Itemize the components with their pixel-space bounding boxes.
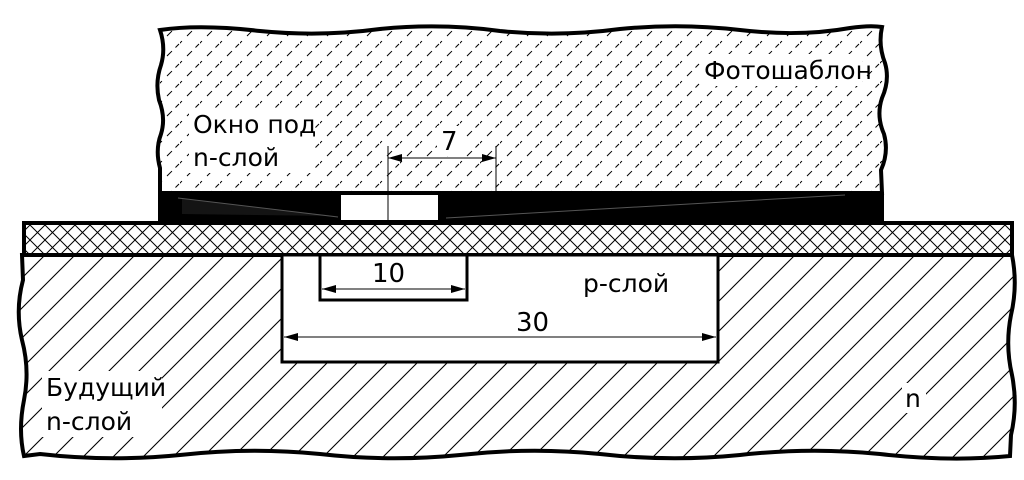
future-label-line1: Будущий xyxy=(46,373,166,402)
dim-30-arrow-left xyxy=(284,333,298,341)
dim-7-arrow-right xyxy=(482,154,496,162)
dim-10-value: 10 xyxy=(372,259,405,289)
dim-10-arrow-right xyxy=(451,285,465,293)
mask-window xyxy=(341,195,438,220)
window-label-bg xyxy=(189,109,315,173)
dim-7-arrow-left xyxy=(388,154,402,162)
window-label-line1: Окно под xyxy=(193,110,316,139)
mask-chrome-layer xyxy=(158,192,884,223)
future-label-bg xyxy=(42,371,162,437)
oxide-layer xyxy=(22,221,1014,257)
chrome-taper-right xyxy=(445,194,846,219)
dim-10-arrow-left xyxy=(322,285,336,293)
p-layer-label: p-слой xyxy=(583,269,669,298)
window-label-line2: n-слой xyxy=(193,143,279,172)
substrate-label-bg xyxy=(902,383,926,413)
future-label-line2: n-слой xyxy=(46,407,132,436)
dim-30-value: 30 xyxy=(516,308,549,338)
dim-7-value-bg xyxy=(437,126,463,156)
future-n-region xyxy=(318,253,469,302)
photomask-label-bg xyxy=(700,54,862,86)
chrome-taper-left xyxy=(177,197,339,218)
dim-7-value: 7 xyxy=(441,127,458,157)
substrate-label: n xyxy=(905,384,921,413)
photomask-label: Фотошаблон xyxy=(704,56,872,85)
dim-30-arrow-right xyxy=(702,333,716,341)
